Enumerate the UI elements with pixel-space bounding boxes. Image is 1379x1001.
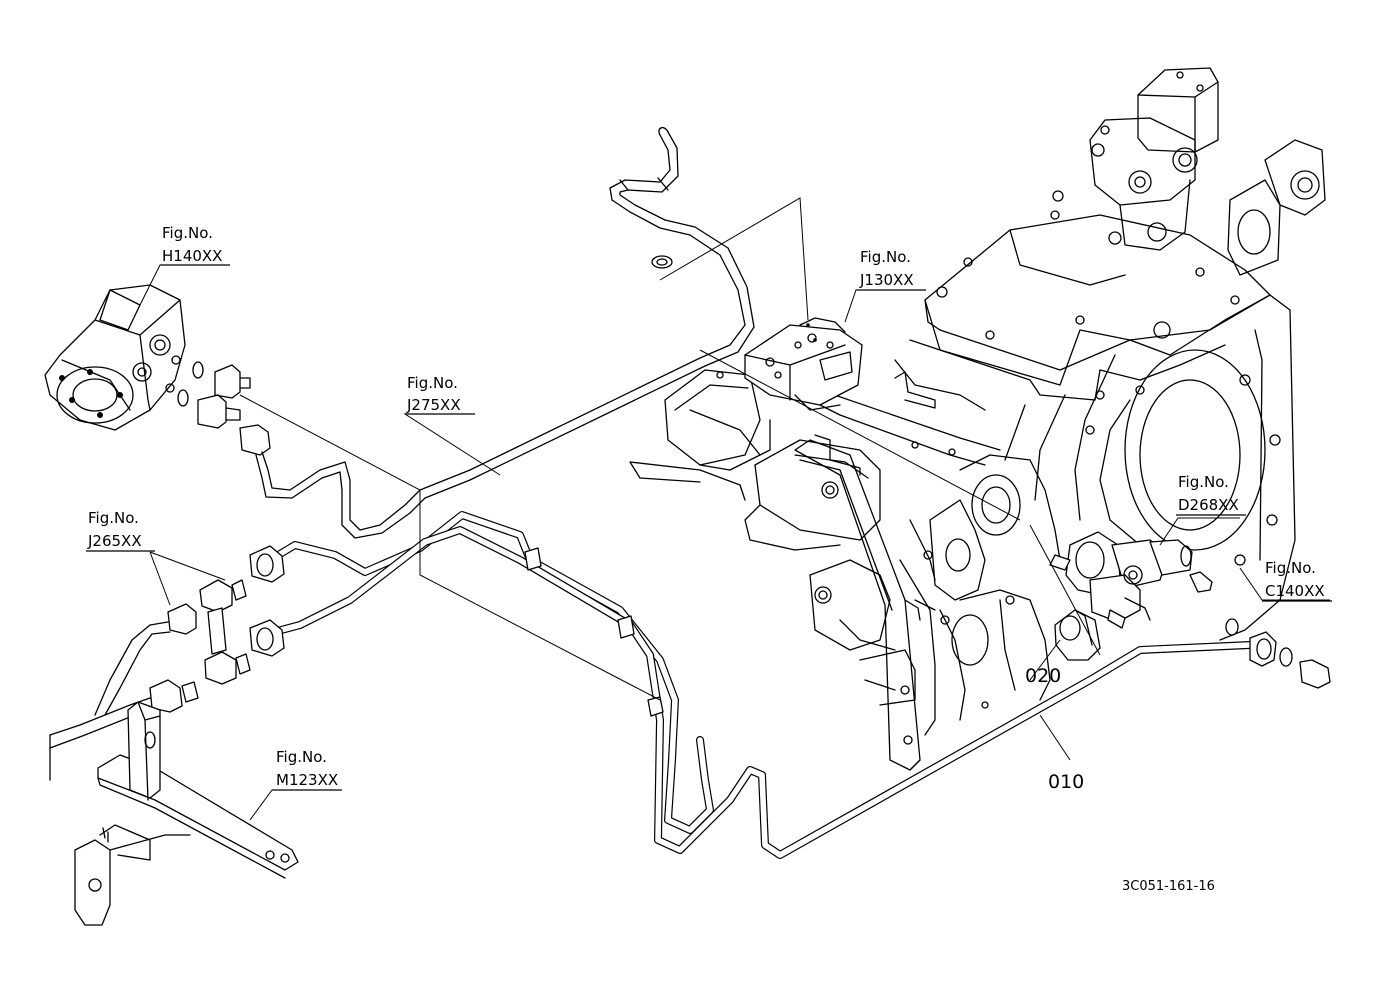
figure-label-m123-code: M123XX (276, 771, 338, 789)
figure-label-d268-code: D268XX (1178, 496, 1239, 514)
sensor-valve (1049, 531, 1213, 629)
figure-label-d268-prefix: Fig.No. (1178, 473, 1229, 491)
drawing-code: 3C051-161-16 (1122, 879, 1215, 894)
figure-label-j265: Fig.No. J265XX (86, 509, 155, 552)
part-number-010: 010 (1048, 771, 1084, 793)
figure-label-c140-prefix: Fig.No. (1265, 559, 1316, 577)
leader-lines (139, 197, 1330, 821)
bracket-m123 (74, 701, 299, 926)
figure-label-h140-code: H140XX (162, 247, 222, 265)
figure-label-j275: Fig.No. J275XX (405, 374, 475, 415)
part-number-020: 020 (1025, 665, 1061, 687)
figure-label-h140: Fig.No. H140XX (160, 224, 230, 266)
pipe-assembly-010 (266, 511, 1331, 859)
figure-label-j265-prefix: Fig.No. (88, 509, 139, 527)
figure-label-m123: Fig.No. M123XX (272, 748, 342, 791)
figure-label-j275-prefix: Fig.No. (407, 374, 458, 392)
figure-label-j130-code: J130XX (859, 271, 914, 289)
hydraulic-pump (44, 284, 271, 456)
figure-label-c140-code: C140XX (1265, 582, 1325, 600)
figure-label-j275-code: J275XX (406, 396, 461, 414)
figure-label-j130: Fig.No. J130XX (856, 248, 926, 291)
valve-block (744, 317, 863, 411)
union-fittings (49, 545, 285, 781)
figure-label-m123-prefix: Fig.No. (276, 748, 327, 766)
figure-label-d268: Fig.No. D268XX (1176, 473, 1246, 516)
transmission-case (629, 67, 1326, 771)
figure-label-j130-prefix: Fig.No. (860, 248, 911, 266)
figure-label-j265-code: J265XX (87, 532, 142, 550)
pipe-j275 (255, 126, 755, 539)
figure-label-c140: Fig.No. C140XX (1262, 559, 1332, 602)
figure-label-h140-prefix: Fig.No. (162, 224, 213, 242)
spacer-020 (1054, 609, 1101, 661)
